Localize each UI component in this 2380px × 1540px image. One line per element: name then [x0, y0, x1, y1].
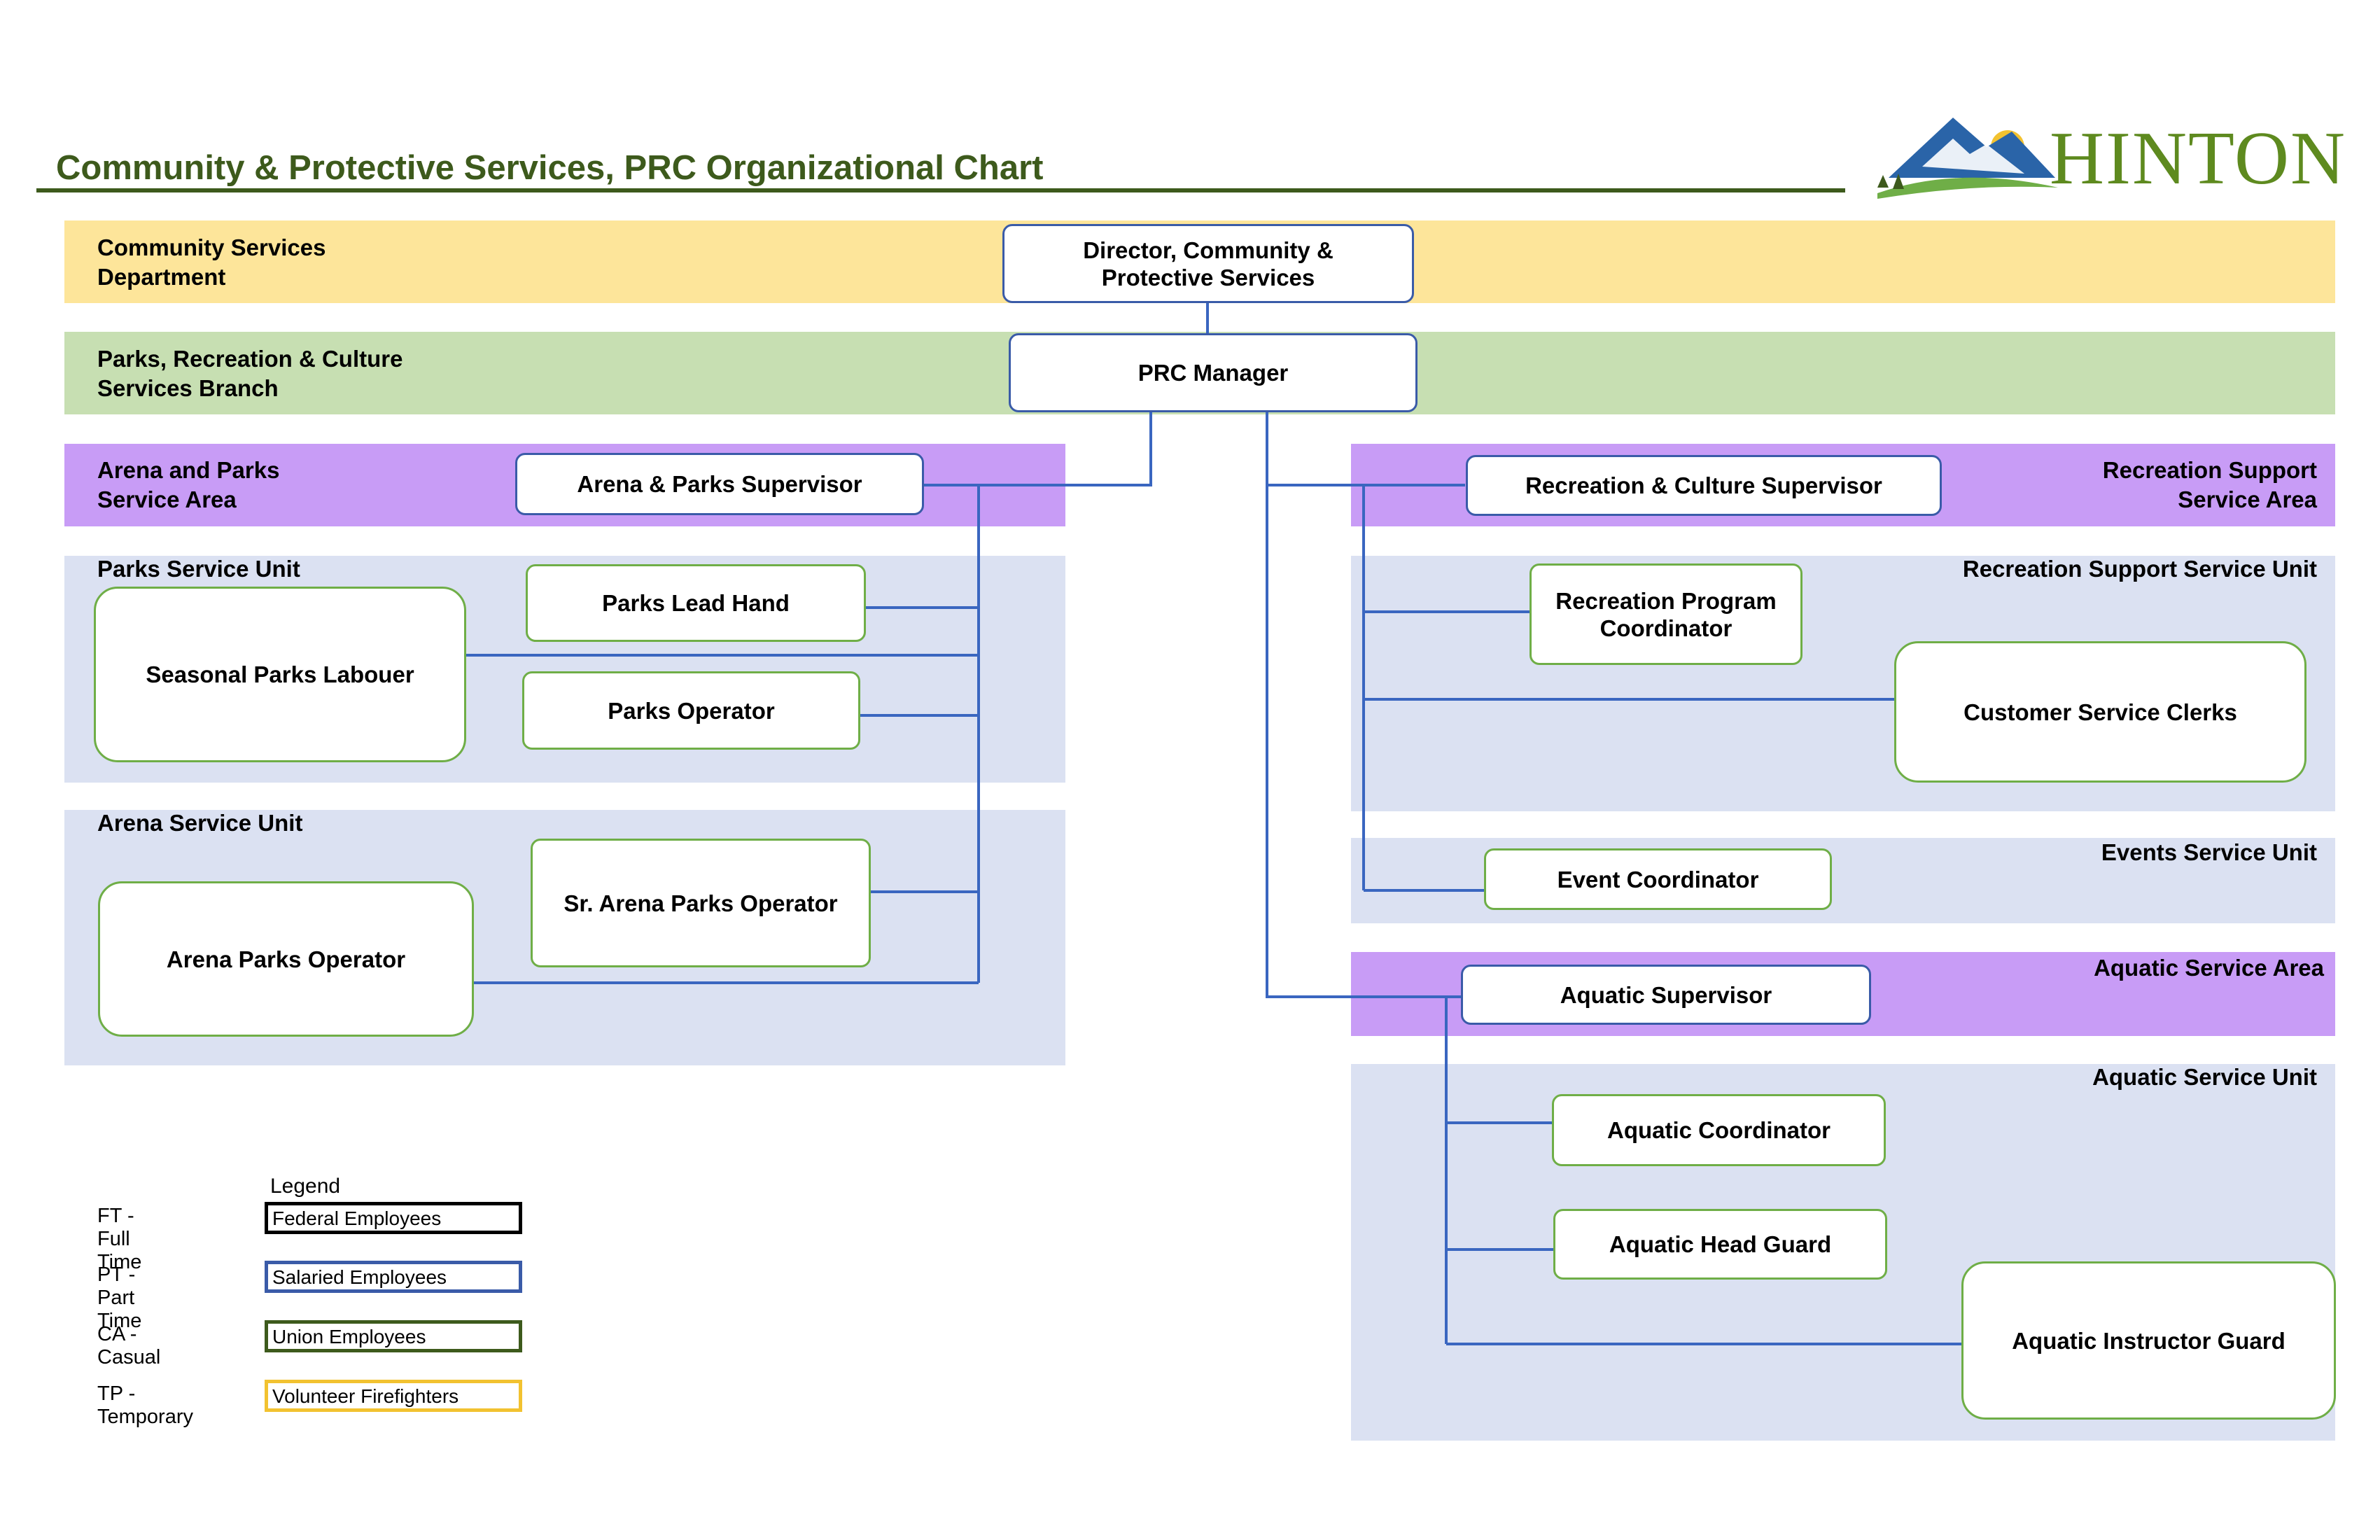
aquatic-instructor-guard-box[interactable]: Aquatic Instructor Guard: [1961, 1261, 2336, 1420]
event-coordinator-box[interactable]: Event Coordinator: [1484, 848, 1832, 910]
legend-box-volunteer: Volunteer Firefighters: [265, 1380, 522, 1412]
logo-emblem: [1877, 118, 2058, 199]
aquatic-coordinator-box[interactable]: Aquatic Coordinator: [1552, 1094, 1886, 1166]
legend-box-salaried: Salaried Employees: [265, 1261, 522, 1293]
recreation-program-coordinator-box[interactable]: Recreation Program Coordinator: [1530, 564, 1802, 665]
logo-wordmark: HINTON: [2050, 117, 2346, 200]
legend-box-union: Union Employees: [265, 1320, 522, 1352]
arena-parks-supervisor-box[interactable]: Arena & Parks Supervisor: [515, 453, 924, 515]
director-box[interactable]: Director, Community & Protective Service…: [1002, 224, 1414, 303]
aquatic-area-label: Aquatic Service Area: [2094, 955, 2324, 981]
customer-service-clerks-box[interactable]: Customer Service Clerks: [1894, 641, 2306, 783]
aquatic-unit-label: Aquatic Service Unit: [2092, 1064, 2317, 1090]
hinton-logo: HINTON: [1875, 111, 2345, 209]
aquatic-supervisor-box[interactable]: Aquatic Supervisor: [1461, 965, 1871, 1025]
department-label: Community Services Department: [97, 234, 326, 290]
prc-manager-box[interactable]: PRC Manager: [1009, 333, 1418, 412]
parks-lead-hand-box[interactable]: Parks Lead Hand: [526, 564, 866, 642]
legend-abbr-ft: FT - Full Time: [97, 1205, 142, 1273]
parks-operator-box[interactable]: Parks Operator: [522, 671, 860, 750]
recreation-support-unit-label: Recreation Support Service Unit: [1962, 556, 2317, 582]
legend-abbr-pt: PT - Part Time: [97, 1264, 142, 1332]
page-title: Community & Protective Services, PRC Org…: [56, 149, 1044, 187]
parks-unit-label: Parks Service Unit: [97, 556, 300, 582]
recreation-culture-supervisor-box[interactable]: Recreation & Culture Supervisor: [1466, 455, 1942, 516]
arena-parks-operator-box[interactable]: Arena Parks Operator: [98, 881, 474, 1037]
branch-label: Parks, Recreation & Culture Services Bra…: [97, 346, 403, 401]
title-underline: [36, 188, 1845, 192]
events-unit-label: Events Service Unit: [2101, 839, 2317, 865]
seasonal-parks-labouer-box[interactable]: Seasonal Parks Labouer: [94, 587, 466, 762]
aquatic-head-guard-box[interactable]: Aquatic Head Guard: [1553, 1209, 1887, 1280]
legend-title: Legend: [270, 1175, 341, 1198]
arena-parks-area-label: Arena and Parks Service Area: [97, 457, 280, 512]
legend-abbr-tp: TP - Temporary: [97, 1382, 193, 1428]
legend-box-federal: Federal Employees: [265, 1202, 522, 1234]
recreation-support-area-label: Recreation Support Service Area: [2102, 457, 2317, 512]
sr-arena-parks-operator-box[interactable]: Sr. Arena Parks Operator: [531, 839, 871, 967]
arena-unit-label: Arena Service Unit: [97, 810, 303, 836]
legend-abbr-ca: CA - Casual: [97, 1323, 161, 1368]
